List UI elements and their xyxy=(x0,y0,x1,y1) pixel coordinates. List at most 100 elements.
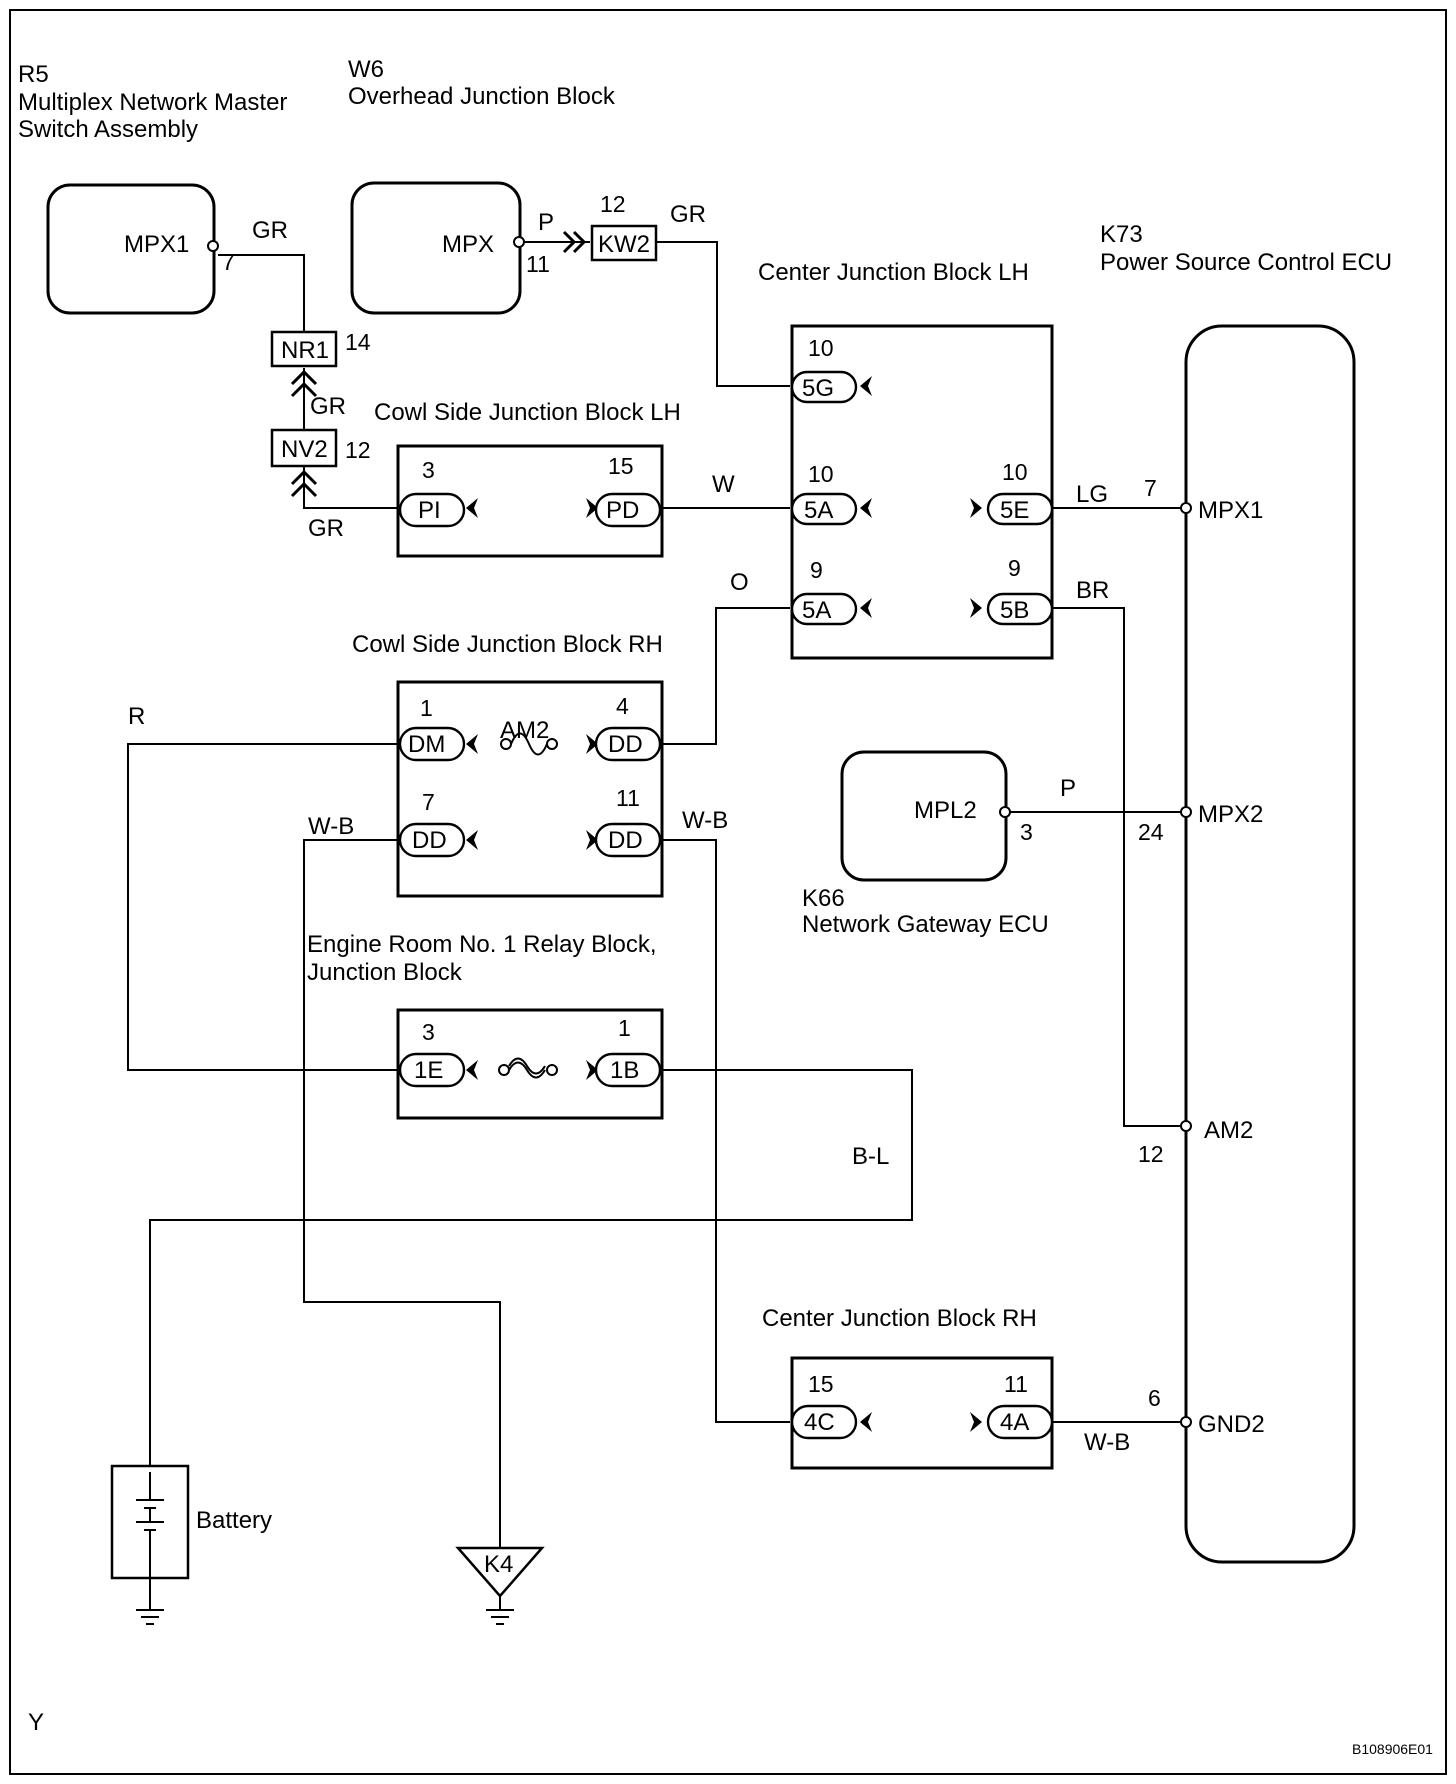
r5-name-line2: Switch Assembly xyxy=(18,116,198,143)
cjb-lh-title: Center Junction Block LH xyxy=(758,259,1029,286)
terminal-5g-label: 5G xyxy=(802,375,834,402)
terminal-5b-label: 5B xyxy=(1000,597,1029,624)
k66-code: K66 xyxy=(802,885,845,912)
terminal-dd-3 xyxy=(594,822,662,858)
t5e-pin: 10 xyxy=(1002,459,1028,485)
w6-pin-name: MPX xyxy=(442,231,494,258)
ecu-terminal-mpx1 xyxy=(1180,502,1192,514)
engine-room-title-line2: Junction Block xyxy=(307,959,463,986)
wire-r xyxy=(127,743,400,1071)
terminal-1e-label: 1E xyxy=(414,1057,443,1084)
ecu-terminal-gnd2 xyxy=(1180,1416,1192,1428)
t1e-pin: 3 xyxy=(422,1019,435,1045)
terminal-dd-2-label: DD xyxy=(412,827,447,854)
terminal-pi xyxy=(398,492,466,528)
nr1-arrow-icon xyxy=(290,369,318,398)
fusible-link-terminal-right xyxy=(546,1064,558,1076)
nv2-arrow-icon xyxy=(290,469,318,498)
terminal-5b xyxy=(986,592,1054,626)
ecu-pin-mpx1-no: 7 xyxy=(1144,475,1157,501)
wire-bl xyxy=(149,1069,913,1472)
t1b-pin: 1 xyxy=(618,1015,631,1041)
wire-color-gnd2: W-B xyxy=(1084,1429,1130,1456)
terminal-dd-1 xyxy=(594,726,662,762)
terminal-5a-top-label: 5A xyxy=(804,497,833,524)
terminal-1e xyxy=(398,1052,466,1088)
terminal-pd-label: PD xyxy=(606,497,639,524)
ecu-pin-gnd2-name: GND2 xyxy=(1198,1411,1265,1438)
terminal-dm xyxy=(398,726,466,762)
connector-nv2-label: NV2 xyxy=(281,436,328,463)
ground-point-k4-icon xyxy=(455,1546,545,1598)
terminal-4a-label: 4A xyxy=(1000,1409,1029,1436)
connector-nr1-label: NR1 xyxy=(281,337,329,364)
wire-color-bl: B-L xyxy=(852,1143,889,1170)
ground-point-label: K4 xyxy=(484,1551,513,1578)
wire-o xyxy=(662,607,790,745)
wire-color-r: R xyxy=(128,703,145,730)
ecu-pin-am2-no: 12 xyxy=(1138,1141,1164,1167)
cjb-rh-title: Center Junction Block RH xyxy=(762,1305,1037,1332)
terminal-5g xyxy=(790,370,858,404)
k66-pin-name: MPL2 xyxy=(914,797,977,824)
terminal-4c xyxy=(790,1404,858,1440)
k73-power-source-ecu xyxy=(1184,324,1356,1564)
wire-kw2-5g xyxy=(656,241,790,387)
terminal-4c-label: 4C xyxy=(804,1409,835,1436)
connector-nv2 xyxy=(270,428,338,468)
wire-color-w6: P xyxy=(538,209,554,236)
terminal-5e xyxy=(986,492,1054,526)
k66-terminal xyxy=(999,806,1011,818)
dd1-pin: 4 xyxy=(616,693,629,719)
w6-terminal xyxy=(513,236,525,248)
figure-id: B108906E01 xyxy=(1352,1741,1433,1757)
r5-pin-name: MPX1 xyxy=(124,231,189,258)
terminal-1b-label: 1B xyxy=(610,1057,639,1084)
terminal-dm-label: DM xyxy=(408,731,445,758)
fuse-am2-label: AM2 xyxy=(500,717,549,744)
t5b-pin: 9 xyxy=(1008,555,1021,581)
r5-code: R5 xyxy=(18,61,49,88)
ecu-pin-mpx1-name: MPX1 xyxy=(1198,497,1263,524)
wire-br xyxy=(1052,607,1186,1127)
ecu-pin-mpx2-name: MPX2 xyxy=(1198,801,1263,828)
w6-code: W6 xyxy=(348,56,384,83)
wire-color-kw2: GR xyxy=(670,201,706,228)
terminal-5a-top xyxy=(790,492,858,526)
am2-fuse-terminal-right xyxy=(546,738,558,750)
terminal-dd-1-label: DD xyxy=(608,731,643,758)
wire-color-wb-right: W-B xyxy=(682,807,728,834)
wire-color-mpx1: LG xyxy=(1076,481,1108,508)
am2-fuse-icon xyxy=(510,732,548,756)
r5-terminal xyxy=(207,240,219,252)
battery-cells-icon xyxy=(136,1472,164,1610)
dd3-pin: 11 xyxy=(616,785,640,811)
connector-kw2-label: KW2 xyxy=(598,231,650,258)
terminal-4a xyxy=(986,1404,1054,1440)
w6-name: Overhead Junction Block xyxy=(348,83,616,110)
terminal-pd xyxy=(594,492,662,528)
wire-r5-nr1 xyxy=(218,254,305,332)
t4a-pin: 11 xyxy=(1004,1371,1028,1397)
k66-pin-no: 3 xyxy=(1020,819,1033,845)
w6-junction-block xyxy=(350,181,522,315)
wire-color-o: O xyxy=(730,569,749,596)
cowl-rh-block xyxy=(396,680,664,898)
wire-color-br: BR xyxy=(1076,577,1109,604)
ecu-pin-am2-name: AM2 xyxy=(1204,1117,1253,1144)
terminal-dd-2 xyxy=(398,822,466,858)
terminal-5a-bottom xyxy=(790,592,858,626)
t5g-pin: 10 xyxy=(808,335,834,361)
k73-name: Power Source Control ECU xyxy=(1100,249,1392,276)
battery-label: Battery xyxy=(196,1507,272,1534)
pd-pin: 15 xyxy=(608,453,634,479)
terminal-pi-label: PI xyxy=(418,497,441,524)
pi-pin: 3 xyxy=(422,457,435,483)
terminal-5e-label: 5E xyxy=(1000,497,1029,524)
ecu-pin-gnd2-no: 6 xyxy=(1148,1385,1161,1411)
fusible-link-icon xyxy=(508,1057,546,1079)
connector-kw2 xyxy=(590,224,658,262)
wire-color-nv2-pi: GR xyxy=(308,515,344,542)
kw2-arrow-icon xyxy=(562,230,587,254)
